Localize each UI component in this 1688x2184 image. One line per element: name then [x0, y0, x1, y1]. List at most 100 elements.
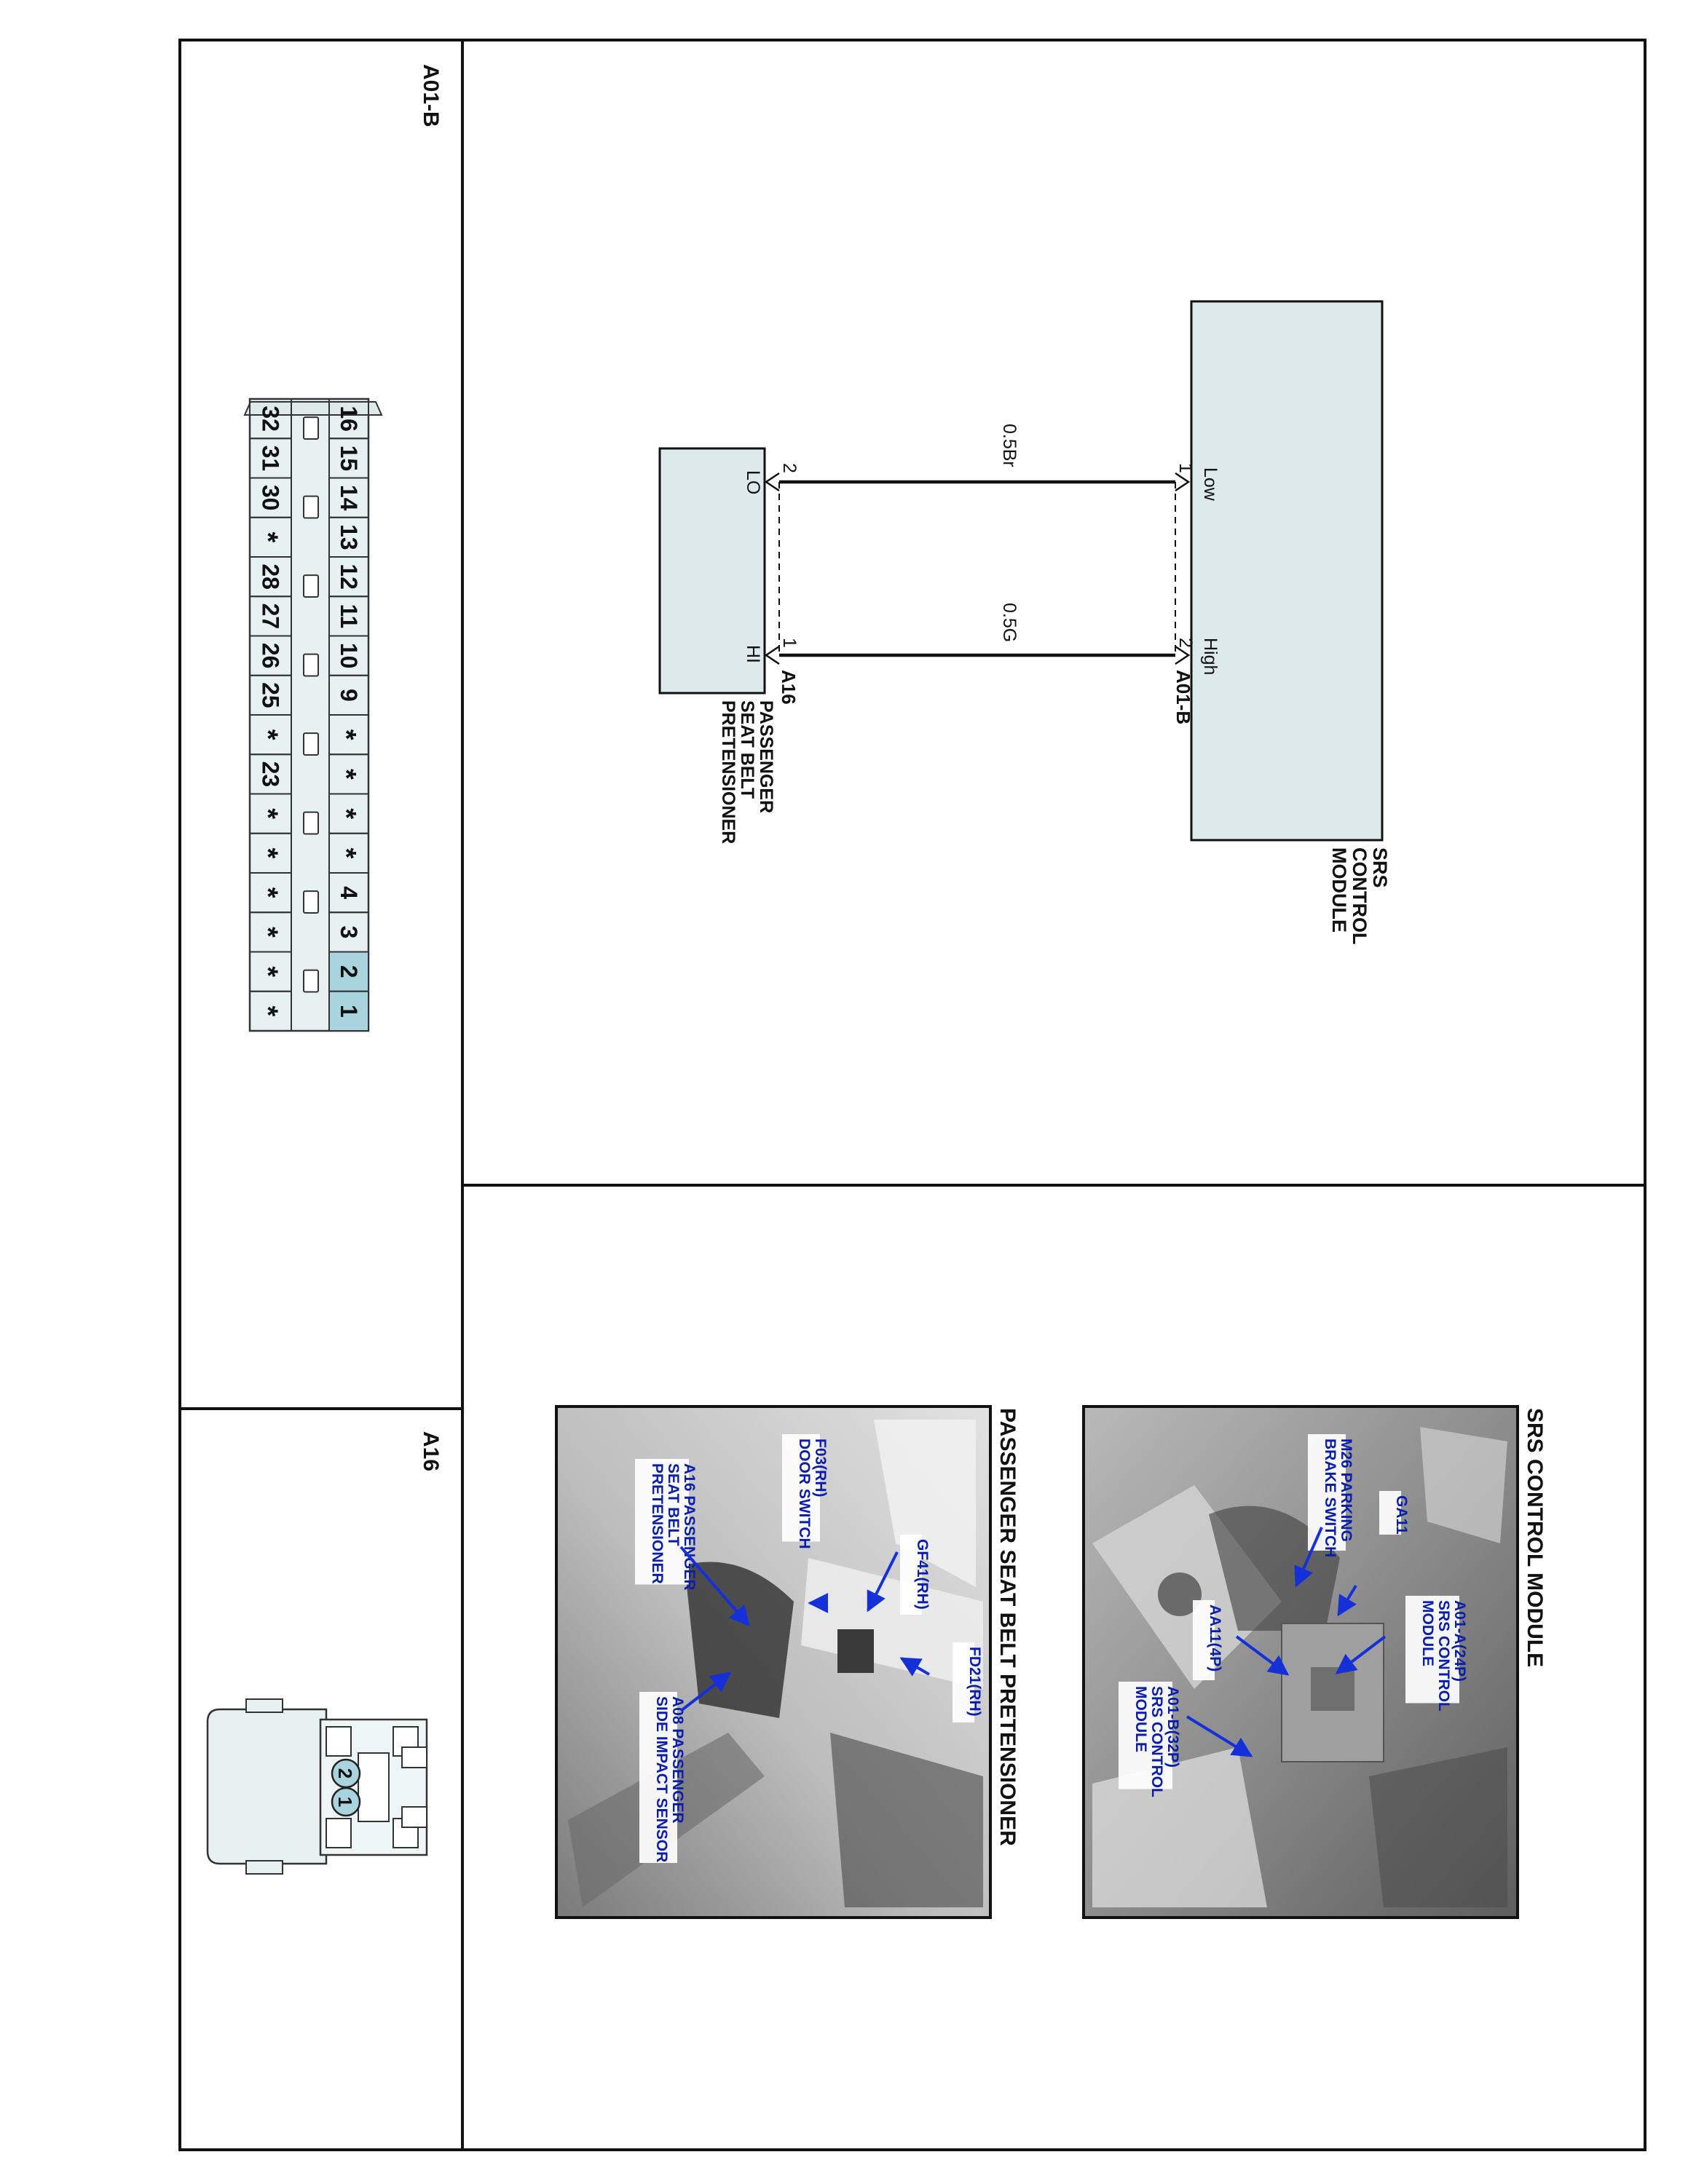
- connector-a01b-top-pin: 12: [328, 556, 369, 598]
- svg-text:*: *: [331, 847, 361, 858]
- connector-a16-title: A16: [419, 1431, 443, 1471]
- pretensioner-pin-hi-label: HI: [743, 645, 763, 663]
- svg-text:GA11: GA11: [1393, 1495, 1410, 1535]
- svg-text:A16 PASSENGER: A16 PASSENGER: [681, 1463, 698, 1591]
- pretensioner-box: [658, 447, 766, 695]
- connector-a01b-top-pin: 13: [328, 516, 369, 558]
- svg-text:DOOR SWITCH: DOOR SWITCH: [796, 1439, 813, 1549]
- svg-text:MODULE: MODULE: [1419, 1600, 1436, 1666]
- pretensioner-pin-1-number: 1: [779, 638, 800, 648]
- svg-text:1: 1: [336, 1005, 362, 1018]
- svg-text:15: 15: [336, 446, 362, 472]
- wire-color-0-5g: 0.5G: [999, 603, 1019, 642]
- svg-text:25: 25: [258, 682, 284, 708]
- svg-text:*: *: [253, 1005, 283, 1016]
- connector-a01b-slot: [303, 811, 319, 835]
- photo-label: GF41(RH): [900, 1535, 931, 1615]
- svg-text:*: *: [253, 808, 283, 819]
- connector-a01b-top-pin: 2: [328, 951, 369, 992]
- svg-text:2: 2: [336, 965, 362, 978]
- svg-text:12: 12: [336, 563, 362, 590]
- svg-text:*: *: [331, 729, 361, 740]
- svg-text:FD21(RH): FD21(RH): [966, 1647, 983, 1717]
- connector-a01b-top-pin: 15: [328, 438, 369, 479]
- srs-module-name-line-3: MODULE: [1328, 847, 1350, 933]
- svg-text:F03(RH): F03(RH): [812, 1439, 829, 1497]
- svg-text:2: 2: [334, 1768, 356, 1779]
- srs-module-pin-2-number: 2: [1175, 638, 1196, 648]
- svg-text:SRS CONTROL: SRS CONTROL: [1148, 1686, 1165, 1797]
- photo-label: GA11: [1379, 1491, 1410, 1535]
- photo-srs-title: SRS CONTROL MODULE: [1523, 1408, 1547, 1667]
- connector-a01b-top-pin: 11: [328, 596, 369, 637]
- svg-text:SIDE IMPACT SENSOR: SIDE IMPACT SENSOR: [653, 1696, 670, 1862]
- svg-text:BRAKE SWITCH: BRAKE SWITCH: [1322, 1439, 1338, 1557]
- photo-srs-arrows: [1186, 1527, 1387, 1757]
- svg-text:MODULE: MODULE: [1132, 1686, 1149, 1752]
- svg-text:PRETENSIONER: PRETENSIONER: [649, 1463, 666, 1584]
- svg-text:32: 32: [258, 405, 284, 432]
- svg-text:11: 11: [336, 604, 362, 628]
- photo-pretensioner-title: PASSENGER SEAT BELT PRETENSIONER: [995, 1408, 1019, 1846]
- svg-text:31: 31: [258, 446, 284, 472]
- connector-a16-housing: [206, 1708, 328, 1865]
- svg-text:3: 3: [336, 925, 362, 938]
- svg-text:1: 1: [334, 1797, 356, 1807]
- srs-module-pin-low-label: Low: [1200, 467, 1220, 502]
- svg-text:23: 23: [258, 761, 284, 788]
- svg-text:*: *: [253, 927, 283, 938]
- connector-a01b-top-pin: 1: [328, 990, 369, 1032]
- wire-color-0-5br: 0.5Br: [999, 424, 1019, 467]
- connector-a01b-slots: [303, 416, 319, 993]
- svg-text:SRS CONTROL: SRS CONTROL: [1435, 1600, 1452, 1712]
- svg-text:A08 PASSENGER: A08 PASSENGER: [669, 1696, 686, 1824]
- connector-a01b-slot: [303, 890, 319, 914]
- svg-text:A01-A(24P): A01-A(24P): [1451, 1600, 1468, 1682]
- connector-a01b-bottom-pin: *: [249, 990, 292, 1032]
- srs-control-module-box: [1190, 300, 1384, 842]
- schematic: SRS CONTROL MODULE Low High 1 2 A01-B 0.…: [658, 300, 1391, 944]
- connector-a01b-bottom-pin: 31: [249, 438, 292, 479]
- svg-text:GF41(RH): GF41(RH): [914, 1539, 931, 1610]
- connector-a01b-key: [243, 401, 383, 416]
- svg-text:AA11(4P): AA11(4P): [1207, 1605, 1223, 1671]
- photo-label: AA11(4P): [1193, 1600, 1223, 1680]
- svg-text:14: 14: [336, 485, 362, 511]
- svg-text:10: 10: [336, 643, 362, 669]
- svg-text:26: 26: [258, 643, 284, 669]
- connector-a01b-slot: [303, 969, 319, 993]
- photo-pretensioner: PASSENGER SEAT BELT PRETENSIONER F03(RH)…: [555, 1405, 1019, 1919]
- pretensioner-pin-2-number: 2: [779, 463, 800, 473]
- svg-text:*: *: [253, 966, 283, 977]
- connector-a01b-top-pin: 10: [328, 635, 369, 676]
- connector-a01b-slot: [303, 574, 319, 598]
- photo-label: FD21(RH): [953, 1642, 983, 1722]
- photo-label: F03(RH)DOOR SWITCH: [782, 1434, 829, 1549]
- connector-a01b-top-pin: 16: [328, 398, 369, 440]
- pretensioner-name-line-3: PRETENSIONER: [718, 700, 738, 844]
- connector-a01b-slot: [303, 732, 319, 756]
- svg-text:A01-B(32P): A01-B(32P): [1164, 1686, 1181, 1768]
- connector-a01b-title: A01-B: [419, 64, 443, 127]
- connector-a01b-slot: [303, 416, 319, 440]
- svg-text:*: *: [253, 847, 283, 858]
- pretensioner-name-line-1: PASSENGER: [756, 700, 776, 813]
- connector-a01b-bottom-pin: 23: [249, 753, 292, 795]
- pretensioner-name-line-2: SEAT BELT: [737, 700, 757, 799]
- svg-text:SEAT BELT: SEAT BELT: [665, 1463, 682, 1546]
- svg-text:M26 PARKING: M26 PARKING: [1338, 1439, 1354, 1542]
- connector-a16-view: A16 2 1: [206, 1431, 443, 1875]
- connector-a01b-slot: [303, 653, 319, 677]
- svg-text:*: *: [253, 729, 283, 740]
